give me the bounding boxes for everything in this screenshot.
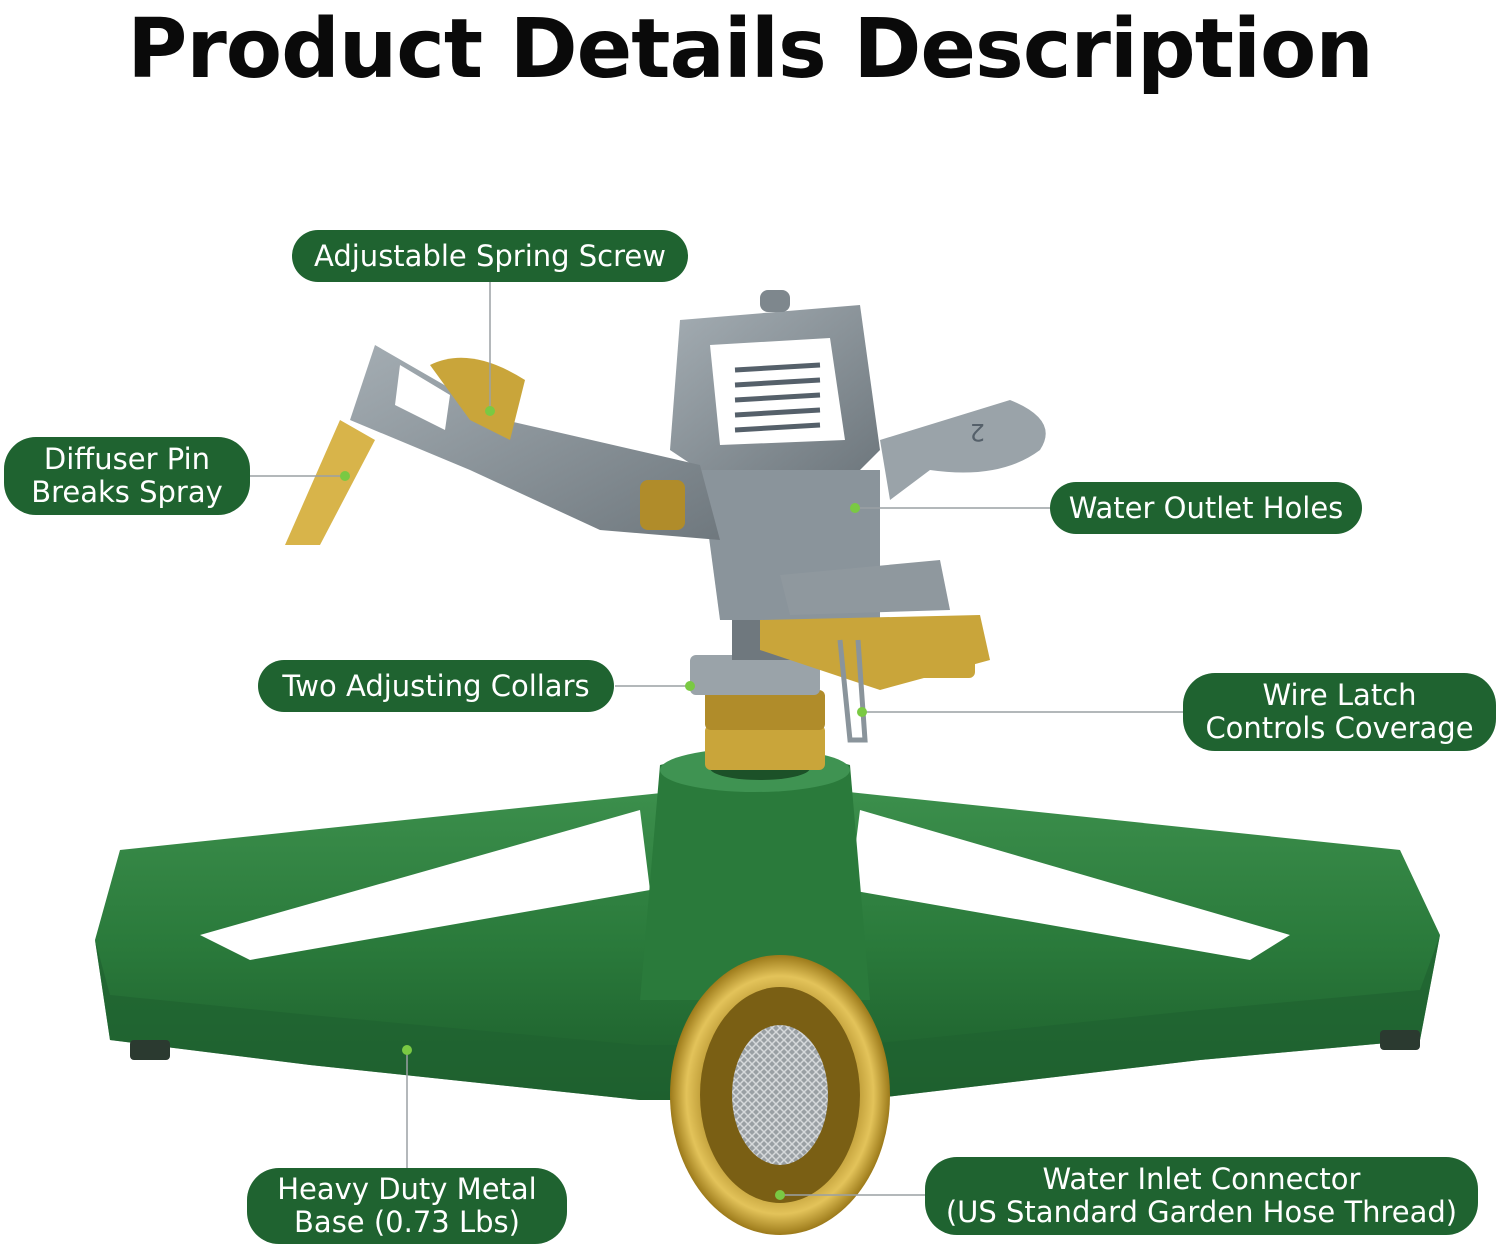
callout-outlet-holes: Water Outlet Holes xyxy=(1050,482,1362,534)
sprinkler-head: 2 xyxy=(670,290,1046,743)
inlet-connector xyxy=(670,955,890,1235)
callout-diffuser-pin: Diffuser Pin Breaks Spray xyxy=(4,437,250,515)
callout-inlet-connector: Water Inlet Connector (US Standard Garde… xyxy=(925,1157,1478,1235)
svg-text:2: 2 xyxy=(970,418,985,446)
leader-lines xyxy=(250,282,1183,1196)
callout-metal-base: Heavy Duty Metal Base (0.73 Lbs) xyxy=(247,1168,567,1244)
callout-wire-latch: Wire Latch Controls Coverage xyxy=(1183,673,1496,751)
callout-dots xyxy=(340,406,867,1200)
callout-adjusting-collars: Two Adjusting Collars xyxy=(258,660,614,712)
page-title: Product Details Description xyxy=(127,2,1373,97)
callout-spring-screw: Adjustable Spring Screw xyxy=(292,230,688,282)
impact-arm xyxy=(285,345,720,545)
